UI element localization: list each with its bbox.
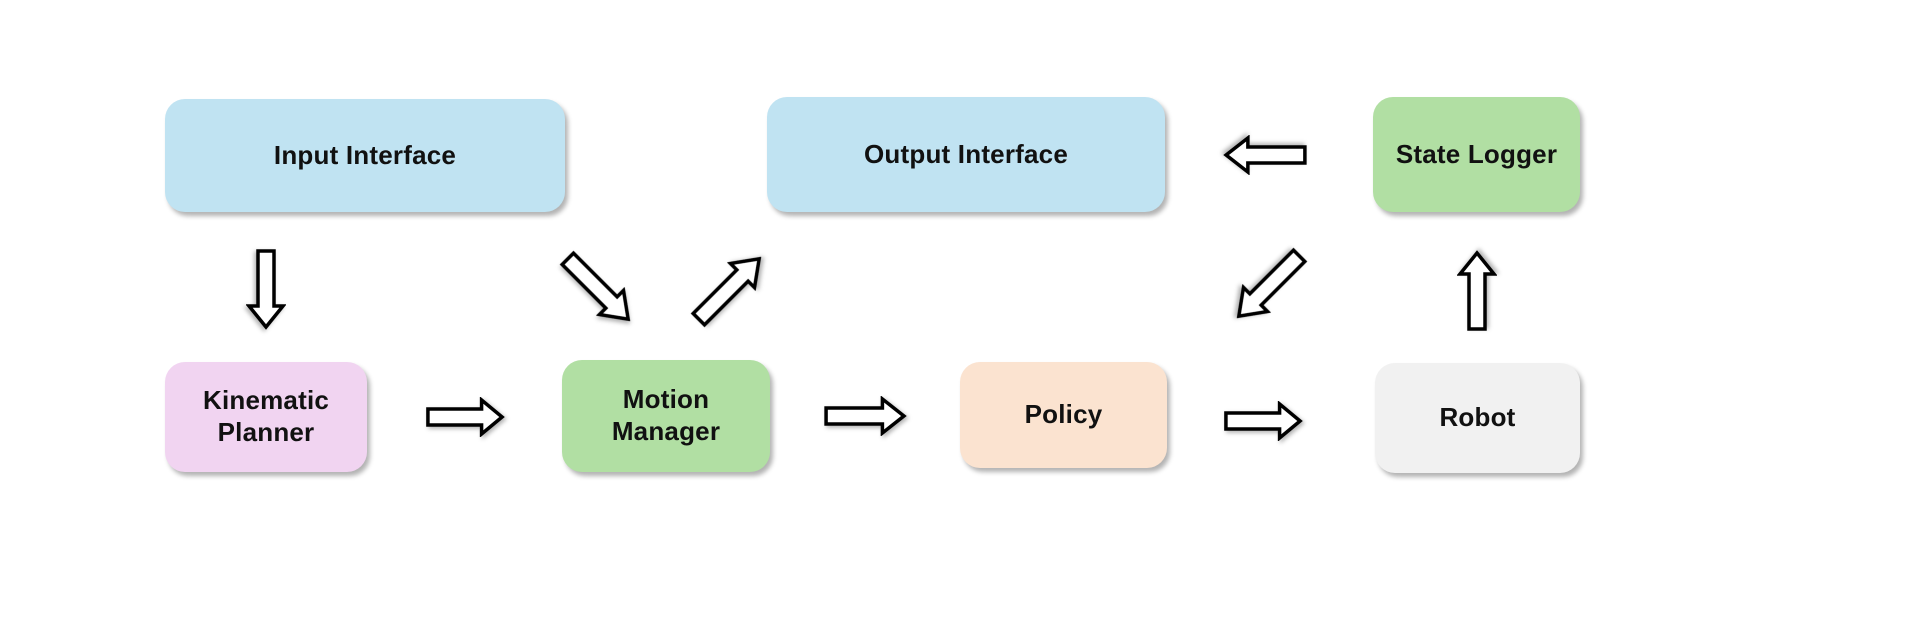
node-label-input-interface: Input Interface: [273, 139, 457, 170]
node-label-motion-manager: Motion Manager: [611, 384, 721, 446]
arrow-robot-to-state-up-arrow-icon: [1457, 250, 1497, 332]
node-output-interface: Output Interface: [767, 97, 1165, 212]
node-robot: Robot: [1375, 363, 1580, 473]
arrow-motion-to-policy-right-arrow-icon: [823, 396, 907, 436]
arrow-policy-to-robot-right-arrow-icon: [1223, 401, 1303, 441]
node-state-logger: State Logger: [1373, 97, 1580, 212]
arrow-to-policy-diagonal-down-left-arrow-icon: [1222, 239, 1315, 332]
node-input-interface: Input Interface: [165, 99, 565, 212]
node-label-kinematic-planner: Kinematic Planner: [202, 385, 330, 447]
arrow-input-to-motion-down-right-arrow-icon: [551, 242, 644, 335]
node-kinematic-planner: Kinematic Planner: [165, 362, 367, 472]
arrow-state-to-output-left-arrow-icon: [1223, 135, 1308, 175]
node-label-policy: Policy: [1024, 399, 1103, 430]
arrow-kinematic-to-motion-right-arrow-icon: [425, 397, 505, 437]
node-label-output-interface: Output Interface: [864, 138, 1068, 169]
arrow-input-to-kinematic-down-arrow-icon: [246, 248, 286, 330]
node-motion-manager: Motion Manager: [562, 360, 770, 472]
arrow-motion-to-output-up-right-arrow-icon: [682, 242, 775, 335]
node-policy: Policy: [960, 362, 1167, 468]
node-label-robot: Robot: [1439, 402, 1516, 433]
node-label-state-logger: State Logger: [1395, 138, 1558, 169]
